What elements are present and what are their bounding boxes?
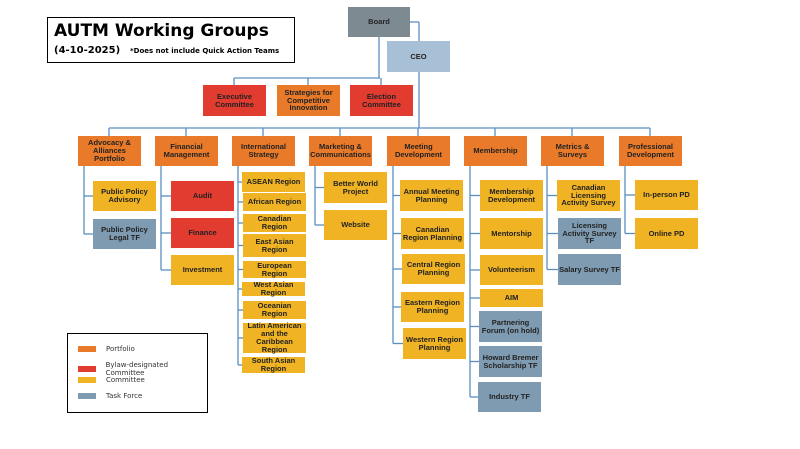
working-group-node: European Region xyxy=(243,261,306,278)
working-group-node: Licensing Activity Survey TF xyxy=(558,218,621,249)
board-committee-node: Strategies for Competitive Innovation xyxy=(277,85,340,116)
portfolio-node: International Strategy xyxy=(232,136,295,166)
legend-swatch xyxy=(78,366,96,372)
working-group-node: Online PD xyxy=(635,218,698,249)
legend-item: Committee xyxy=(78,376,145,384)
board-committee-node: Executive Committee xyxy=(203,85,266,116)
board-node: Board xyxy=(348,7,410,37)
working-group-node: Membership Development xyxy=(480,180,543,211)
legend-label: Committee xyxy=(106,376,145,384)
working-group-node: Canadian Region xyxy=(243,214,306,232)
portfolio-node: Marketing & Communications xyxy=(309,136,372,166)
board-committee-node: Election Committee xyxy=(350,85,413,116)
legend-swatch xyxy=(78,377,96,383)
legend-item: Portfolio xyxy=(78,345,135,353)
working-group-node: Partnering Forum (on hold) xyxy=(479,311,542,342)
working-group-node: African Region xyxy=(243,193,306,211)
working-group-node: Better World Project xyxy=(324,172,387,203)
working-group-node: Western Region Planning xyxy=(403,328,466,359)
working-group-node: Investment xyxy=(171,255,234,285)
working-group-node: Howard Bremer Scholarship TF xyxy=(479,346,542,377)
working-group-node: AIM xyxy=(480,289,543,307)
chart-date: (4-10-2025) xyxy=(54,45,121,56)
legend-item: Bylaw-designated Committee xyxy=(78,361,207,377)
working-group-node: Website xyxy=(324,210,387,240)
working-group-node: Central Region Planning xyxy=(402,254,465,284)
working-group-node: Canadian Licensing Activity Survey xyxy=(557,180,620,211)
working-group-node: South Asian Region xyxy=(242,357,305,373)
portfolio-node: Meeting Development xyxy=(387,136,450,166)
legend-label: Task Force xyxy=(106,392,143,400)
portfolio-node: Advocacy & Alliances Portfolio xyxy=(78,136,141,166)
working-group-node: Public Policy Legal TF xyxy=(93,219,156,249)
portfolio-node: Financial Management xyxy=(155,136,218,166)
working-group-node: Canadian Region Planning xyxy=(401,218,464,249)
legend-swatch xyxy=(78,346,96,352)
legend-label: Portfolio xyxy=(106,345,135,353)
title-box: AUTM Working Groups (4-10-2025) *Does no… xyxy=(47,17,295,63)
portfolio-node: Professional Development xyxy=(619,136,682,166)
legend-item: Task Force xyxy=(78,392,142,400)
legend-swatch xyxy=(78,393,96,399)
working-group-node: Finance xyxy=(171,218,234,248)
working-group-node: Mentorship xyxy=(480,218,543,249)
working-group-node: East Asian Region xyxy=(243,234,306,257)
chart-note: *Does not include Quick Action Teams xyxy=(130,47,280,55)
working-group-node: Oceanian Region xyxy=(243,301,306,319)
working-group-node: Public Policy Advisory xyxy=(93,181,156,211)
working-group-node: Volunteerism xyxy=(480,255,543,285)
working-group-node: Salary Survey TF xyxy=(558,254,621,285)
legend-label: Bylaw-designated Committee xyxy=(105,361,169,377)
working-group-node: West Asian Region xyxy=(242,281,305,296)
working-group-node: Eastern Region Planning xyxy=(401,292,464,322)
chart-title: AUTM Working Groups xyxy=(54,21,269,41)
portfolio-node: Membership xyxy=(464,136,527,166)
ceo-node: CEO xyxy=(387,41,450,72)
working-group-node: Latin American and the Caribbean Region xyxy=(243,322,306,353)
working-group-node: ASEAN Region xyxy=(242,172,305,192)
working-group-node: Industry TF xyxy=(478,382,541,412)
working-group-node: Audit xyxy=(171,181,234,211)
portfolio-node: Metrics & Surveys xyxy=(541,136,604,166)
working-group-node: In-person PD xyxy=(635,180,698,210)
working-group-node: Annual Meeting Planning xyxy=(400,180,463,211)
